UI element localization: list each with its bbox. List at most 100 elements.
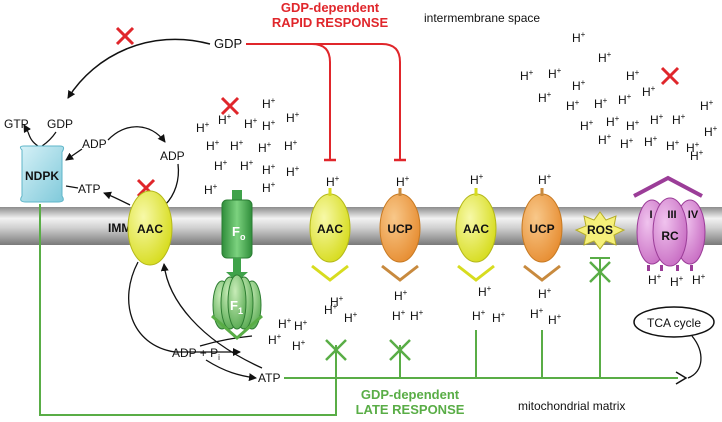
aac-label-rapid: AAC — [317, 222, 343, 236]
proton-h-plus: H+ — [214, 158, 228, 173]
proton-h-plus: H+ — [566, 98, 580, 113]
aac-label-late: AAC — [463, 222, 489, 236]
proton-h-plus: H+ — [294, 318, 308, 333]
proton-h-plus: H+ — [410, 308, 424, 323]
fo-label: Fo — [232, 224, 246, 242]
imm-label: IMM — [108, 221, 131, 235]
ros-star — [574, 211, 626, 250]
gtp-label: GTP — [4, 117, 29, 131]
proton-h-plus: H+ — [572, 30, 586, 45]
proton-h-plus: H+ — [520, 68, 534, 83]
rapid-response-title-1: GDP-dependent — [281, 0, 380, 15]
proton-h-plus: H+ — [262, 96, 276, 111]
proton-group: H+H+H+H+H+H+H+H+H+H+H+H+H+H+H+H+H+H+H+H+… — [196, 30, 718, 353]
adp-label-2: ADP — [160, 149, 185, 163]
late-response-title-2: LATE RESPONSE — [356, 402, 465, 417]
proton-h-plus: H+ — [704, 124, 718, 139]
proton-h-plus: H+ — [478, 284, 492, 299]
matrix-label: mitochondrial matrix — [518, 399, 625, 413]
proton-h-plus: H+ — [284, 138, 298, 153]
proton-h-plus: H+ — [626, 118, 640, 133]
proton-h-plus: H+ — [672, 112, 686, 127]
proton-h-plus: H+ — [538, 172, 552, 187]
inhibition-x-rc — [660, 66, 680, 86]
proton-h-plus: H+ — [326, 174, 340, 189]
proton-h-plus: H+ — [286, 164, 300, 179]
proton-h-plus: H+ — [690, 148, 704, 163]
rc-IV-label: IV — [688, 209, 699, 221]
proton-h-plus: H+ — [670, 274, 684, 289]
inhibition-x-synthase — [220, 96, 240, 116]
proton-h-plus: H+ — [196, 120, 210, 135]
proton-h-plus: H+ — [642, 84, 656, 99]
proton-h-plus: H+ — [618, 92, 632, 107]
proton-h-plus: H+ — [548, 312, 562, 327]
late-response-title-1: GDP-dependent — [361, 387, 460, 402]
proton-h-plus: H+ — [292, 338, 306, 353]
proton-h-plus: H+ — [666, 138, 680, 153]
proton-h-plus: H+ — [240, 158, 254, 173]
proton-h-plus: H+ — [538, 90, 552, 105]
proton-h-plus: H+ — [286, 110, 300, 125]
proton-h-plus: H+ — [700, 98, 714, 113]
proton-h-plus: H+ — [648, 272, 662, 287]
atp-label-1: ATP — [78, 182, 100, 196]
proton-h-plus: H+ — [262, 180, 276, 195]
rc-label: RC — [661, 229, 679, 243]
adp-label-1: ADP — [82, 137, 107, 151]
proton-h-plus: H+ — [530, 306, 544, 321]
ndpk-label: NDPK — [25, 169, 59, 183]
atp-label-matrix: ATP — [258, 371, 280, 385]
proton-h-plus: H+ — [278, 316, 292, 331]
proton-h-plus: H+ — [230, 138, 244, 153]
proton-h-plus: H+ — [396, 174, 410, 189]
inhibition-x-top — [115, 26, 135, 46]
ucp-label-rapid: UCP — [387, 222, 412, 236]
tca-cycle-node — [633, 306, 715, 338]
proton-h-plus: H+ — [538, 286, 552, 301]
intermembrane-space-label: intermembrane space — [424, 11, 540, 25]
proton-h-plus: H+ — [580, 118, 594, 133]
proton-h-plus: H+ — [392, 308, 406, 323]
proton-h-plus: H+ — [344, 310, 358, 325]
gdp-inhibit-ucp-line — [246, 43, 401, 160]
f1-label: F1 — [230, 298, 243, 316]
gdp-label-ndpk: GDP — [47, 117, 73, 131]
proton-h-plus: H+ — [204, 182, 218, 197]
proton-h-plus: H+ — [330, 294, 344, 309]
proton-h-plus: H+ — [324, 302, 338, 317]
rapid-response-title-2: RAPID RESPONSE — [272, 15, 389, 30]
proton-h-plus: H+ — [244, 116, 258, 131]
proton-h-plus: H+ — [258, 140, 272, 155]
rc-I-label: I — [649, 209, 652, 221]
adp-transport-arrow — [107, 126, 166, 143]
proton-h-plus: H+ — [606, 114, 620, 129]
proton-h-plus: H+ — [650, 112, 664, 127]
rc-III-label: III — [667, 209, 676, 221]
proton-h-plus: H+ — [626, 68, 640, 83]
aac-label-main: AAC — [137, 222, 163, 236]
proton-h-plus: H+ — [206, 138, 220, 153]
gdp-label-top: GDP — [214, 36, 242, 51]
rc-complex-III — [652, 197, 688, 267]
proton-h-plus: H+ — [686, 140, 700, 155]
f1-subunit — [212, 274, 262, 330]
proton-h-plus: H+ — [470, 172, 484, 187]
ros-label: ROS — [587, 223, 613, 237]
rc-roof — [633, 175, 703, 198]
proton-h-plus: H+ — [598, 50, 612, 65]
late-response-lines — [39, 204, 678, 416]
proton-h-plus: H+ — [620, 136, 634, 151]
tca-cycle-label: TCA cycle — [647, 316, 701, 330]
proton-h-plus: H+ — [548, 66, 562, 81]
proton-h-plus: H+ — [262, 118, 276, 133]
proton-h-plus: H+ — [492, 310, 506, 325]
proton-h-plus: H+ — [644, 134, 658, 149]
proton-h-plus: H+ — [598, 132, 612, 147]
aac-transporter-main — [127, 190, 173, 266]
proton-h-plus: H+ — [262, 162, 276, 177]
proton-h-plus: H+ — [218, 112, 232, 127]
proton-h-plus: H+ — [268, 332, 282, 347]
